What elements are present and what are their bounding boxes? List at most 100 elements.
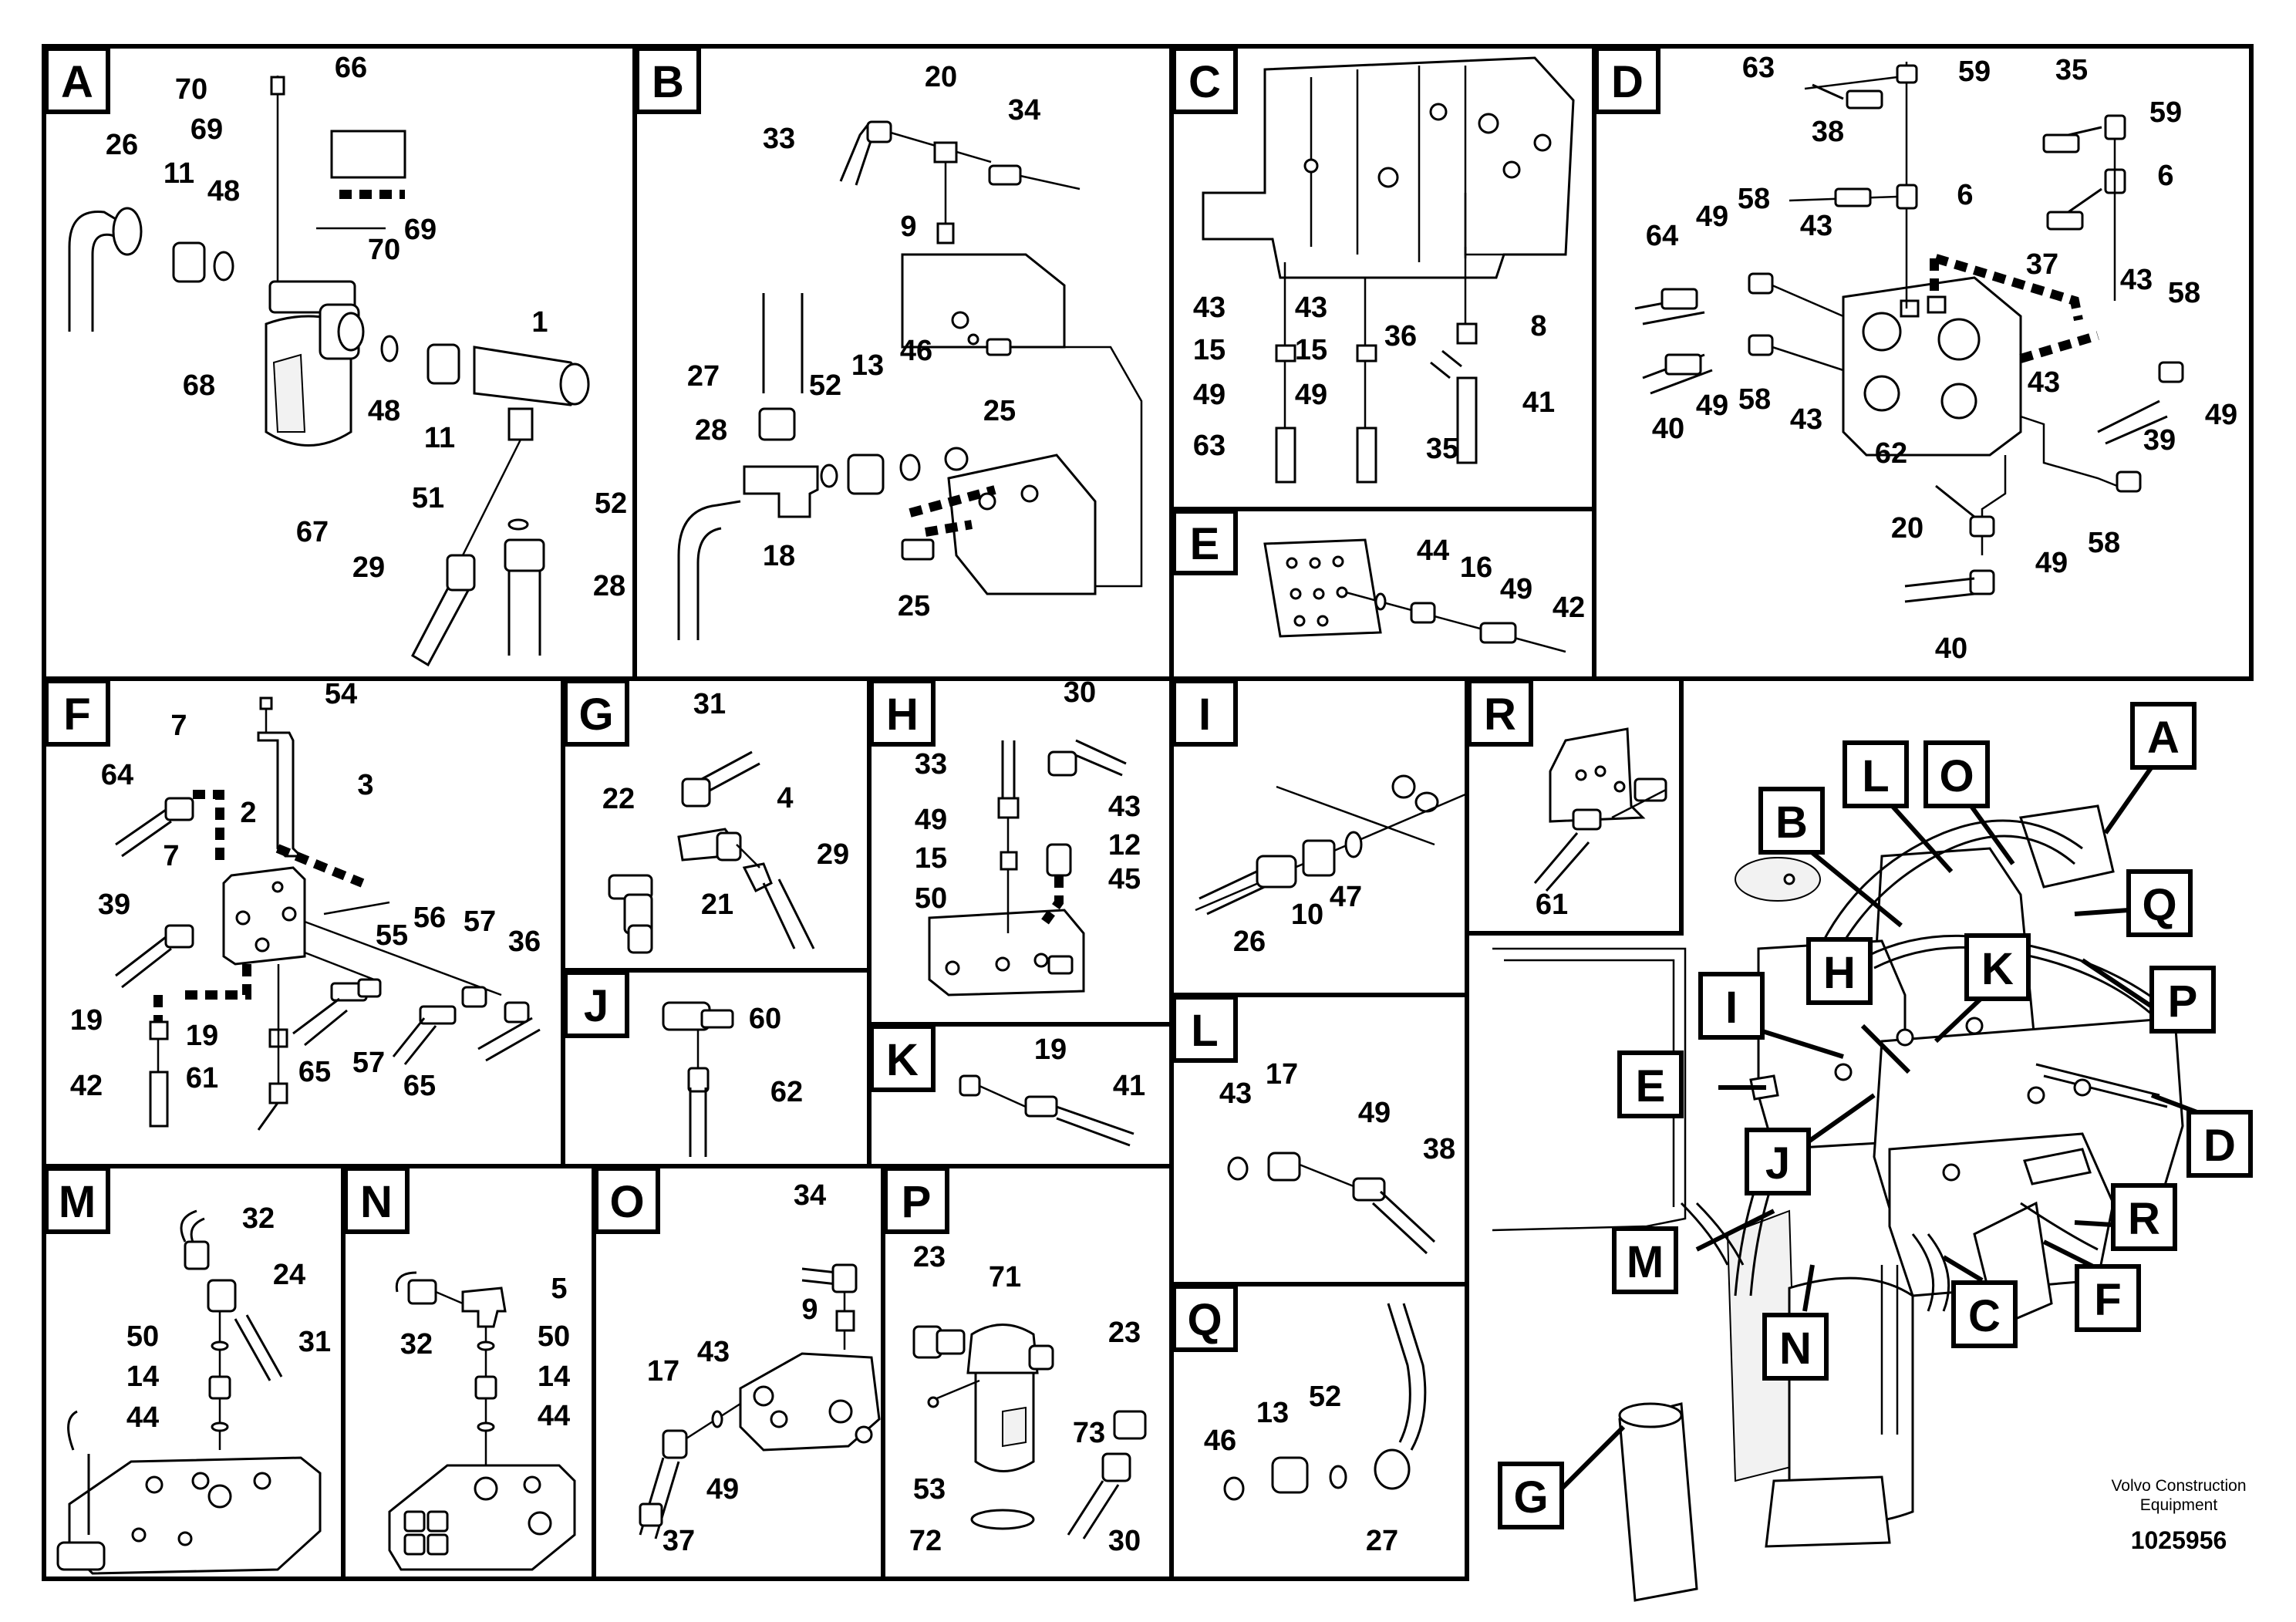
overview-callout-I: I [1698,972,1765,1040]
part-number-label: 22 [602,783,635,815]
part-number-label: 40 [1652,413,1684,445]
part-number-label: 18 [763,540,795,572]
part-number-label: 36 [1384,320,1417,352]
part-number-label: 63 [1193,430,1226,462]
part-number-label: 34 [794,1179,826,1212]
part-number-label: 12 [1108,829,1141,862]
part-number-label: 28 [593,570,625,602]
part-number-label: 31 [298,1326,331,1358]
part-number-label: 38 [1812,116,1844,148]
part-number-label: 32 [242,1202,275,1235]
part-number-label: 63 [1742,52,1775,84]
part-number-label: 55 [376,919,408,952]
panel-e-drawing [1263,538,1566,653]
part-number-label: 38 [1423,1133,1455,1165]
part-number-label: 60 [749,1003,781,1035]
part-number-label: 10 [1291,899,1323,931]
part-number-label: 65 [298,1056,331,1088]
part-number-label: 7 [163,840,179,872]
panel-r-drawing [1533,727,1667,892]
panel-letter-B: B [635,46,701,114]
overview-callout-O: O [1923,740,1990,808]
part-number-label: 15 [1295,334,1327,366]
panel-frames [42,44,2254,1581]
panel-letter-G: G [563,679,629,747]
svg-text:P: P [2168,976,2198,1027]
svg-text:O: O [609,1177,644,1227]
part-number-label: 44 [538,1400,570,1432]
svg-text:M: M [59,1177,96,1227]
svg-text:E: E [1190,519,1220,569]
panel-letter-N: N [343,1166,410,1234]
part-number-label: 19 [70,1004,103,1037]
part-number-label: 43 [2028,366,2060,399]
panel-letter-F: F [44,679,110,747]
svg-text:F: F [2094,1275,2121,1325]
part-number-label: 17 [647,1355,679,1388]
part-number-label: 72 [909,1525,942,1557]
panel-r-part-labels: 61 [1536,889,1568,921]
part-number-label: 70 [175,73,207,106]
overview-callout-H: H [1806,937,1873,1005]
part-number-label: 50 [915,882,947,915]
overview-callout-P: P [2149,966,2216,1034]
part-number-label: 58 [1738,383,1771,416]
part-number-label: 25 [898,590,930,622]
part-number-label: 64 [1646,220,1678,252]
overview-callout-D: D [2186,1110,2253,1178]
panel-j-drawing [662,1001,734,1157]
overview-callout-R: R [2111,1183,2177,1251]
overview-callout-L: L [1843,740,1909,808]
overview-callout-F: F [2075,1264,2141,1332]
part-number-label: 43 [1295,292,1327,324]
part-number-label: 57 [464,905,496,938]
part-number-label: 43 [1219,1077,1252,1110]
panel-letter-boxes: A B C D E F G H I R J K L M N O P Q [44,46,1660,1352]
part-number-label: 32 [400,1328,433,1361]
part-number-label: 52 [1309,1381,1341,1413]
part-number-label: 24 [273,1259,305,1291]
panel-letter-D: D [1594,46,1660,114]
part-number-label: 43 [1800,210,1832,242]
part-number-label: 58 [2088,527,2120,559]
part-number-label: 68 [183,369,215,402]
part-number-label: 47 [1330,881,1362,913]
part-number-label: 16 [1460,551,1492,584]
document-number: 1025956 [2131,1526,2227,1554]
panel-letter-J: J [563,970,629,1038]
svg-text:I: I [1199,690,1211,740]
part-number-label: 49 [706,1473,739,1506]
panel-i-drawing [1195,774,1466,916]
part-number-label: 31 [693,688,726,720]
part-number-label: 20 [1891,512,1923,545]
svg-text:A: A [2147,713,2180,763]
part-number-label: 5 [551,1273,567,1305]
part-number-label: 3 [357,769,373,801]
part-number-label: 29 [352,551,385,584]
part-number-label: 62 [770,1076,803,1108]
panel-a-drawing [68,76,590,667]
part-number-label: 57 [352,1047,385,1079]
part-number-label: 43 [1193,292,1226,324]
part-number-label: 69 [404,214,437,246]
panel-m-drawing [56,1209,322,1575]
part-number-label: 39 [98,889,130,921]
svg-text:D: D [1611,57,1644,107]
part-number-label: 27 [1366,1525,1398,1557]
overview-callout-A: A [2130,702,2197,770]
part-number-label: 29 [817,838,849,871]
part-number-label: 7 [170,710,187,742]
part-number-label: 50 [126,1320,159,1353]
part-number-label: 49 [2205,399,2237,431]
part-number-label: 69 [190,113,223,146]
svg-text:A: A [61,57,93,107]
svg-text:Q: Q [2142,880,2176,930]
part-number-label: 35 [2055,54,2088,86]
part-number-label: 19 [186,1020,218,1052]
part-number-label: 13 [851,349,884,382]
part-number-label: 46 [900,335,932,367]
